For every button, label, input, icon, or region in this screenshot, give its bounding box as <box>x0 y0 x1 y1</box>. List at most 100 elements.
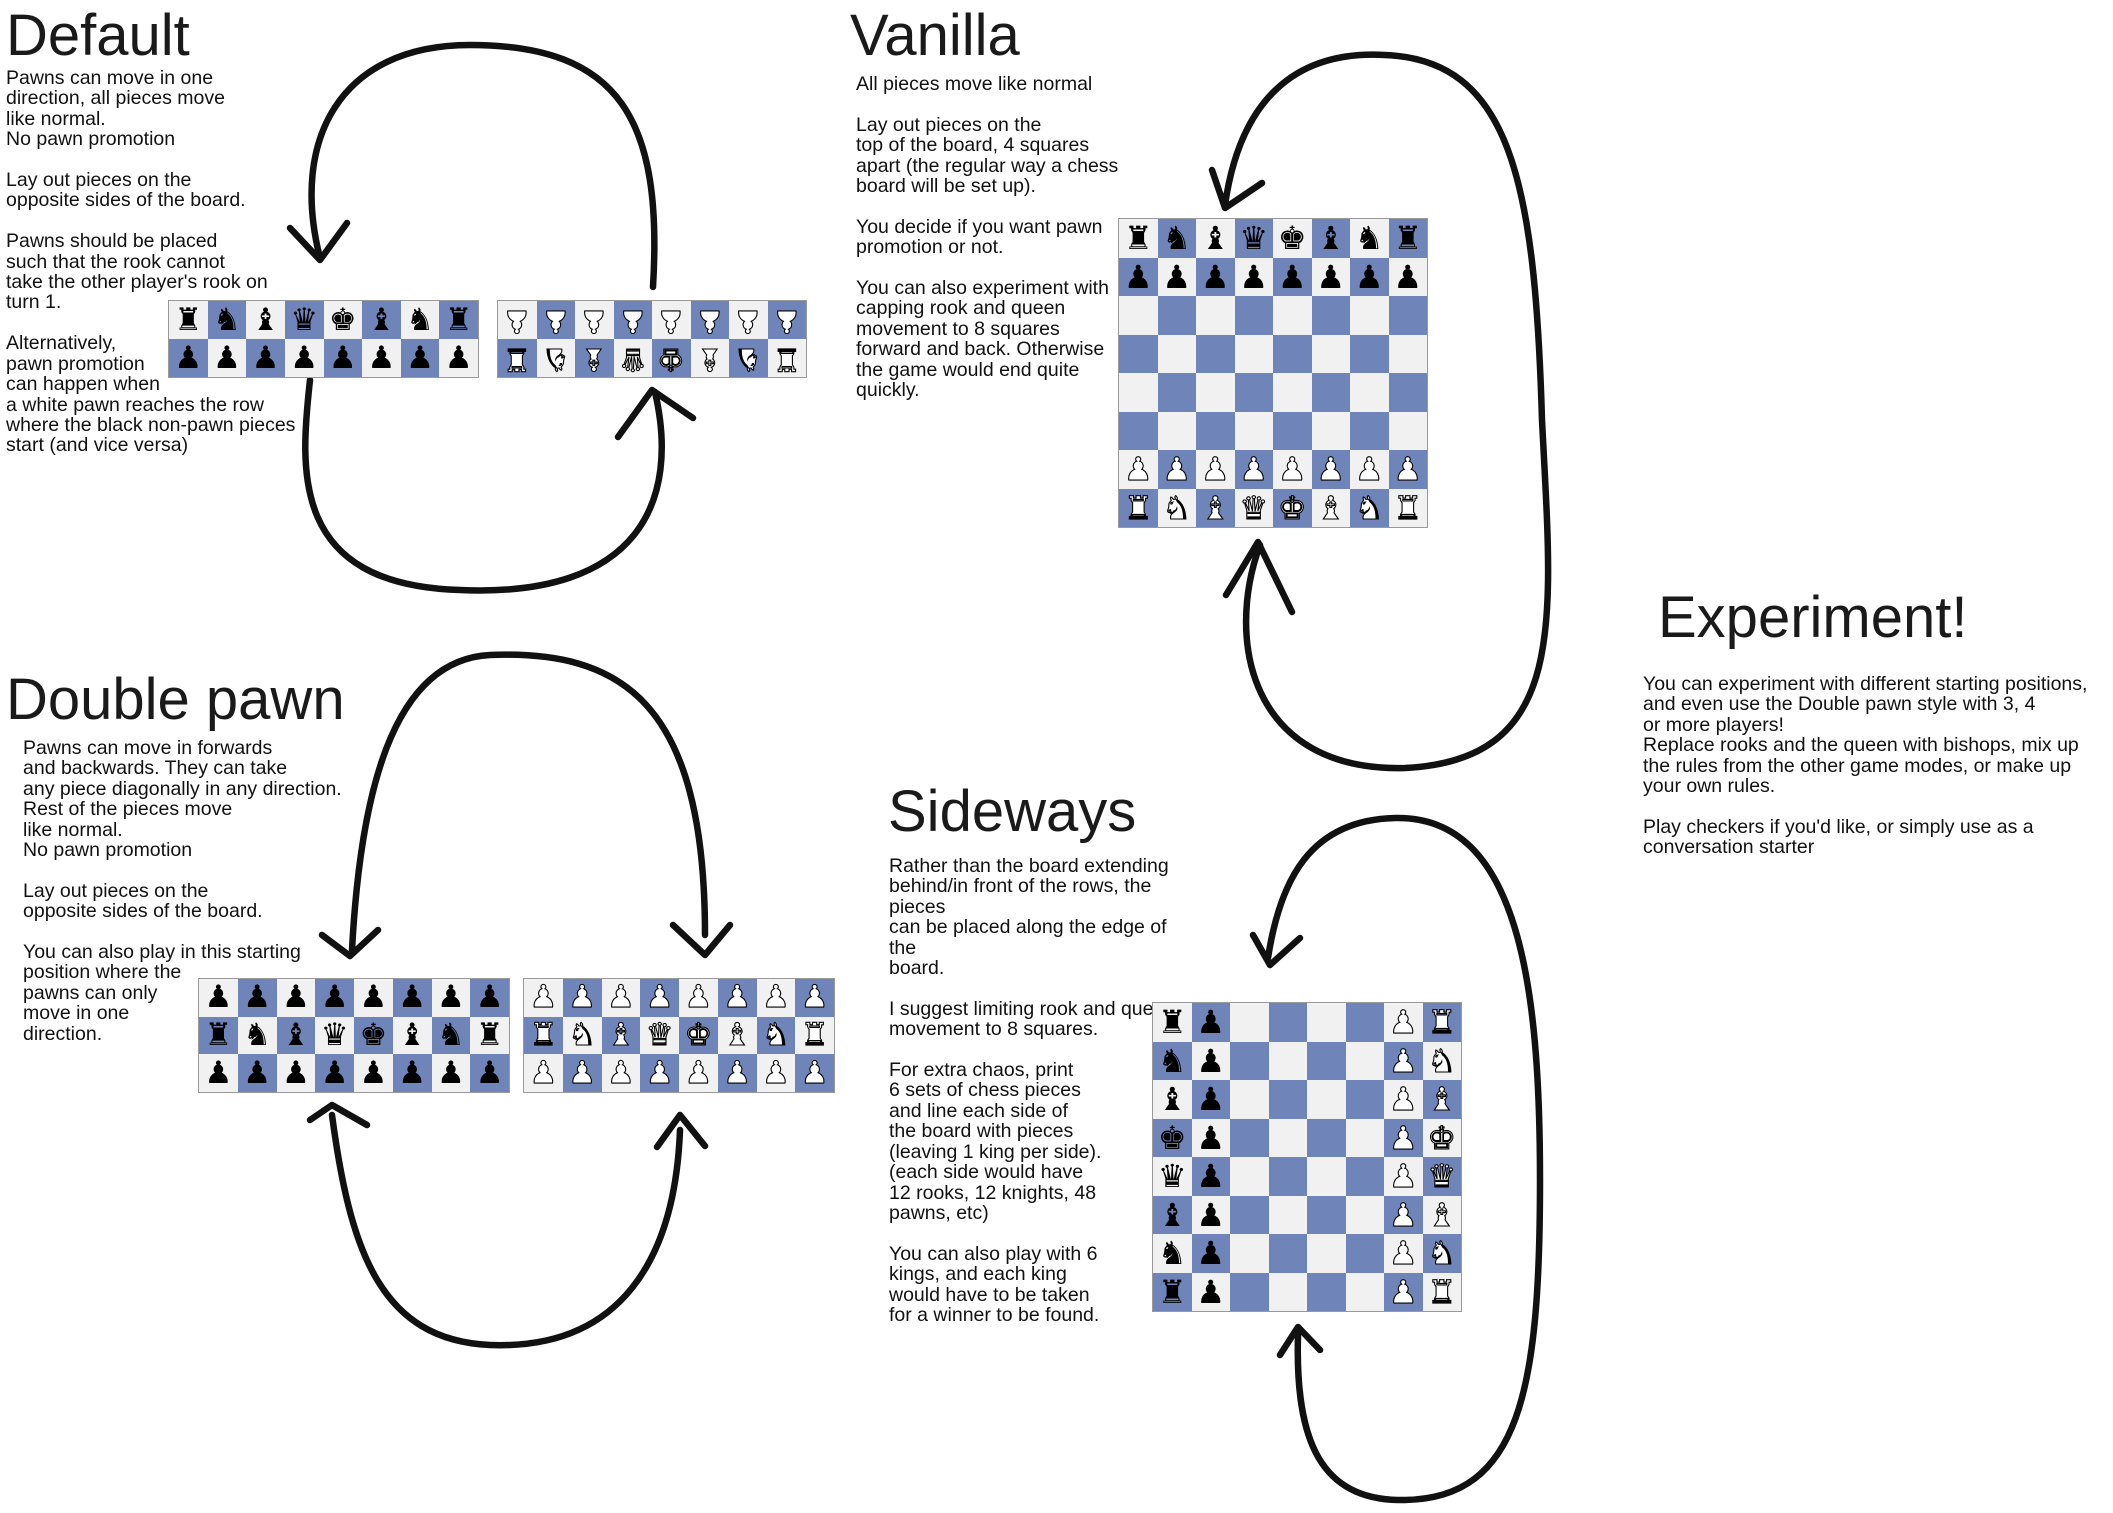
board-square: ♟ <box>1157 257 1196 296</box>
board-square: ♞ <box>562 1016 602 1055</box>
board-square: ♚ <box>679 1016 718 1055</box>
double-arrowhead-bottom-left <box>306 1101 371 1129</box>
board-square: ♟ <box>601 1054 641 1092</box>
double-pawn-white-board: ♟♟♟♟♟♟♟♟♜♞♝♛♚♝♞♜♟♟♟♟♟♟♟♟ <box>523 978 835 1093</box>
board-square: ♟ <box>1191 1041 1230 1080</box>
board-square <box>1307 1157 1346 1196</box>
board-square: ♟ <box>717 979 757 1017</box>
board-square: ♝ <box>1153 1080 1192 1119</box>
board-square: ♞ <box>237 1016 277 1055</box>
board-square <box>1388 373 1427 412</box>
board-square <box>1345 1041 1384 1080</box>
black-bishop-icon: ♝ <box>1157 1195 1187 1234</box>
board-square: ♟ <box>536 301 575 339</box>
board-square: ♞ <box>1422 1041 1461 1080</box>
black-pawn-icon: ♟ <box>1316 257 1346 296</box>
white-pawn-icon: ♟ <box>800 979 829 1016</box>
black-pawn-icon: ♟ <box>1239 257 1269 296</box>
white-pawn-icon: ♟ <box>529 1054 558 1091</box>
board-square: ♟ <box>1388 450 1427 489</box>
board-square <box>1345 1157 1384 1196</box>
experiment-text: You can experiment with different starti… <box>1643 673 2088 859</box>
board-square: ♟ <box>169 339 208 377</box>
white-pawn-icon: ♟ <box>1388 1118 1418 1157</box>
white-pawn-icon: ♟ <box>695 302 724 339</box>
black-pawn-icon: ♟ <box>281 1054 310 1091</box>
board-square: ♜ <box>1388 219 1427 258</box>
board-square <box>1268 1003 1307 1042</box>
board-square: ♟ <box>392 979 432 1017</box>
white-rook-icon: ♜ <box>529 1016 558 1053</box>
board-square <box>1350 411 1389 450</box>
white-pawn-icon: ♟ <box>1354 450 1384 489</box>
white-pawn-icon: ♟ <box>580 302 609 339</box>
board-square <box>1230 1080 1269 1119</box>
board-square <box>1230 1003 1269 1042</box>
board-square <box>1388 334 1427 373</box>
black-knight-icon: ♞ <box>1157 1234 1187 1273</box>
black-king-icon: ♚ <box>1157 1118 1187 1157</box>
white-pawn-icon: ♟ <box>1239 450 1269 489</box>
board-square: ♞ <box>1350 488 1389 527</box>
board-square: ♟ <box>1384 1157 1423 1196</box>
board-square <box>1234 296 1273 335</box>
black-pawn-icon: ♟ <box>398 1054 427 1091</box>
board-square <box>1307 1118 1346 1157</box>
board-square <box>1350 296 1389 335</box>
board-square <box>1350 373 1389 412</box>
board-square: ♟ <box>1384 1272 1423 1311</box>
black-pawn-icon: ♟ <box>281 979 310 1016</box>
black-pawn-icon: ♟ <box>1196 1157 1226 1196</box>
board-square: ♜ <box>767 339 806 377</box>
black-pawn-icon: ♟ <box>1196 1195 1226 1234</box>
board-square <box>1230 1195 1269 1234</box>
white-pawn-icon: ♟ <box>1200 450 1230 489</box>
board-square: ♞ <box>756 1016 796 1055</box>
board-square: ♞ <box>1350 219 1389 258</box>
board-square: ♟ <box>795 979 834 1017</box>
board-square <box>1345 1234 1384 1273</box>
board-square: ♝ <box>1422 1195 1461 1234</box>
double-pawn-text: Pawns can move in forwards and backwards… <box>23 737 342 1045</box>
board-square <box>1234 334 1273 373</box>
board-square <box>1345 1080 1384 1119</box>
black-pawn-icon: ♟ <box>204 979 233 1016</box>
black-pawn-icon: ♟ <box>174 339 203 376</box>
board-square <box>1307 1080 1346 1119</box>
sideways-board: ♜♟♟♜♞♟♟♞♝♟♟♝♚♟♟♚♛♟♟♛♝♟♟♝♞♟♟♞♜♟♟♜ <box>1152 1002 1462 1312</box>
board-square: ♟ <box>199 979 238 1017</box>
board-square: ♝ <box>1422 1080 1461 1119</box>
white-bishop-icon: ♝ <box>1316 488 1346 527</box>
board-square: ♜ <box>795 1016 834 1055</box>
board-square <box>1273 296 1312 335</box>
board-square: ♟ <box>717 1054 757 1092</box>
black-rook-icon: ♜ <box>1157 1272 1187 1311</box>
black-bishop-icon: ♝ <box>367 301 396 338</box>
board-square: ♟ <box>679 979 718 1017</box>
board-square: ♟ <box>1191 1234 1230 1273</box>
board-square: ♟ <box>362 339 401 377</box>
board-square: ♟ <box>354 979 393 1017</box>
vanilla-arrow-top <box>1221 51 1552 772</box>
black-pawn-icon: ♟ <box>475 979 504 1016</box>
board-square <box>1196 411 1235 450</box>
default-arrow-top <box>308 41 658 291</box>
board-square: ♞ <box>1153 1041 1192 1080</box>
board-square: ♝ <box>575 339 614 377</box>
black-pawn-icon: ♟ <box>328 339 357 376</box>
sideways-arrowhead-bottom <box>1276 1323 1324 1359</box>
board-square: ♞ <box>1157 219 1196 258</box>
white-bishop-icon: ♝ <box>1427 1195 1457 1234</box>
experiment-title: Experiment! <box>1658 585 1968 650</box>
white-queen-icon: ♛ <box>618 340 647 377</box>
board-square: ♟ <box>1196 450 1235 489</box>
board-square: ♞ <box>536 339 575 377</box>
vanilla-text: All pieces move like normal Lay out piec… <box>856 73 1119 402</box>
black-knight-icon: ♞ <box>406 301 434 338</box>
board-square: ♚ <box>1153 1118 1192 1157</box>
white-pawn-icon: ♟ <box>1388 1234 1418 1273</box>
board-square <box>1268 1272 1307 1311</box>
board-square <box>1273 411 1312 450</box>
sideways-arrow <box>1264 814 1544 1504</box>
